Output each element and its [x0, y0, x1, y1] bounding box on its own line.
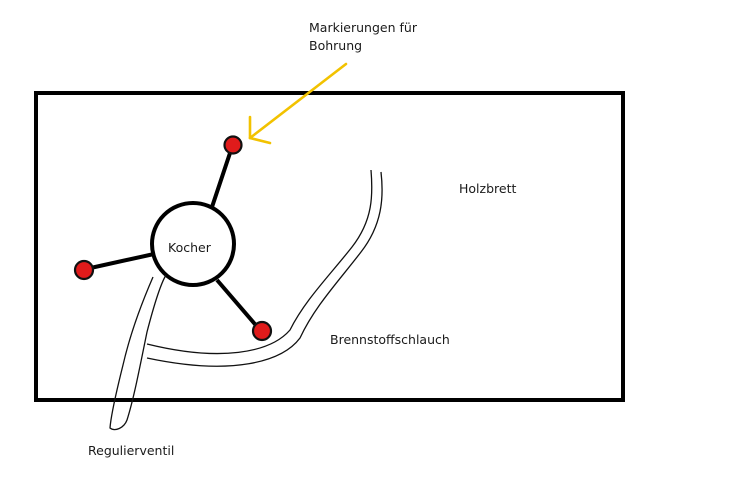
- stove-leg-right: [215, 278, 262, 332]
- markings-arrow: [248, 62, 348, 145]
- fuel-hose-inner: [146, 171, 383, 367]
- stove-label: Kocher: [168, 240, 211, 255]
- fuel-hose-label: Brennstoffschlauch: [330, 332, 450, 347]
- fuel-hose-outer: [146, 169, 373, 355]
- wooden-board: [34, 91, 625, 402]
- markings-label-line2: Bohrung: [309, 38, 363, 53]
- drill-mark-top: [223, 135, 243, 155]
- regulator-valve: [109, 274, 167, 431]
- drill-mark-right: [251, 320, 273, 342]
- stove-leg-left: [85, 252, 155, 271]
- markings-label-line1: Markierungen für: [309, 20, 417, 35]
- drill-mark-left: [73, 259, 95, 281]
- stove-leg-top: [210, 146, 234, 208]
- regulator-valve-label: Regulierventil: [88, 443, 175, 458]
- board-label: Holzbrett: [459, 181, 517, 196]
- stove-circle: [150, 201, 236, 287]
